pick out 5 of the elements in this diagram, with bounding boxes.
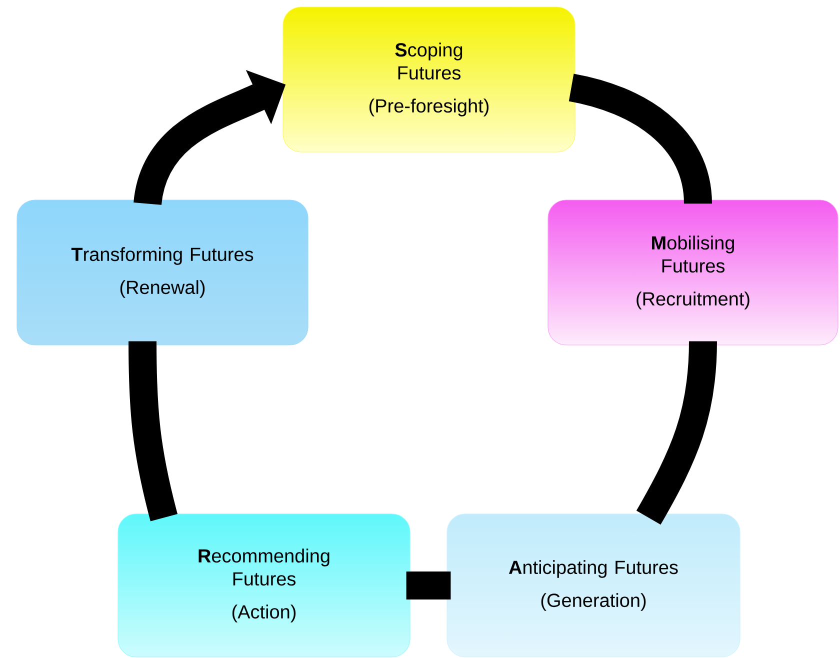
process-box: Recommending Futures (Action)	[118, 514, 410, 658]
process-box: Scoping Futures (Pre-foresight)	[282, 6, 576, 152]
process-box: Transforming Futures (Renewal)	[16, 200, 308, 346]
process-box: Anticipating Futures (Generation)	[446, 514, 740, 658]
process-box: Mobilising Futures (Recruitment)	[548, 200, 838, 346]
